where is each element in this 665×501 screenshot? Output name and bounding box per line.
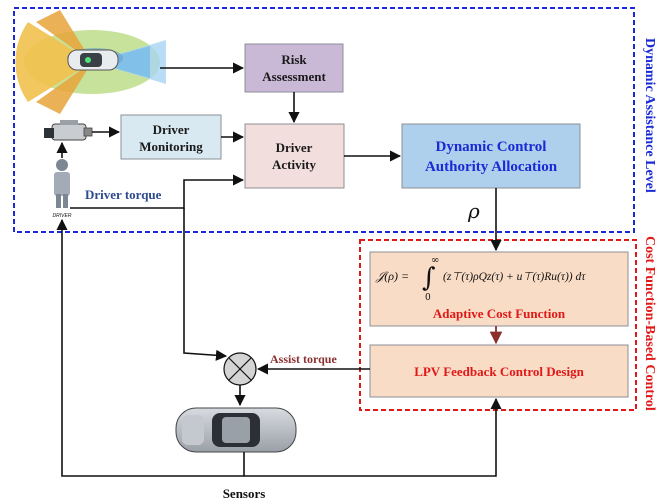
dcaa-label-line1: Dynamic Control	[436, 139, 547, 155]
camera-icon	[44, 120, 93, 141]
activity-label-line1: Driver	[276, 140, 313, 155]
cost-formula-lhs: 𝒥(ρ) =	[375, 269, 409, 283]
lpv-design-block: LPV Feedback Control Design	[369, 344, 629, 398]
control-authority-block: Dynamic Control Authority Allocation	[401, 123, 581, 189]
activity-label-line2: Activity	[272, 157, 317, 172]
car-sensor-field-icon	[15, 10, 166, 114]
rho-label: ρ	[467, 199, 480, 223]
cost-function-label: Adaptive Cost Function	[433, 306, 566, 321]
monitoring-label-line1: Driver	[153, 122, 190, 137]
adaptive-cost-block: 𝒥(ρ) = ∫ ∞ 0 (z⊤(τ)ρQz(τ) + u⊤(τ)Ru(τ)) …	[369, 251, 629, 327]
person-icon	[54, 159, 70, 208]
summing-junction-icon	[223, 352, 257, 386]
driver-monitoring-block: Driver Monitoring	[120, 114, 222, 160]
lpv-label: LPV Feedback Control Design	[414, 364, 584, 379]
driver-activity-block: Driver Activity	[244, 123, 345, 189]
dcaa-label-line2: Authority Allocation	[425, 159, 558, 175]
integral-lower: 0	[425, 293, 431, 303]
monitoring-label-line2: Monitoring	[139, 139, 203, 154]
sensors-label: Sensors	[223, 486, 266, 501]
risk-label-line2: Assessment	[262, 69, 326, 84]
dynamic-assistance-title: Dynamic Assistance Level	[642, 38, 657, 193]
cost-function-title: Cost Function-Based Control	[642, 236, 657, 411]
driver-icon-label: DRIVER	[53, 213, 72, 219]
assist-torque-label: Assist torque	[270, 352, 337, 366]
driver-torque-label: Driver torque	[85, 187, 162, 202]
cost-formula-rhs: (z⊤(τ)ρQz(τ) + u⊤(τ)Ru(τ)) dτ	[443, 271, 586, 283]
car-top-view-icon	[175, 407, 297, 453]
integral-upper: ∞	[431, 255, 439, 266]
integral-sign: ∫	[422, 263, 436, 293]
risk-assessment-block: Risk Assessment	[244, 43, 344, 93]
risk-label-line1: Risk	[281, 52, 307, 67]
connection-lines	[56, 62, 502, 477]
dynamic-assistance-frame	[13, 7, 635, 233]
